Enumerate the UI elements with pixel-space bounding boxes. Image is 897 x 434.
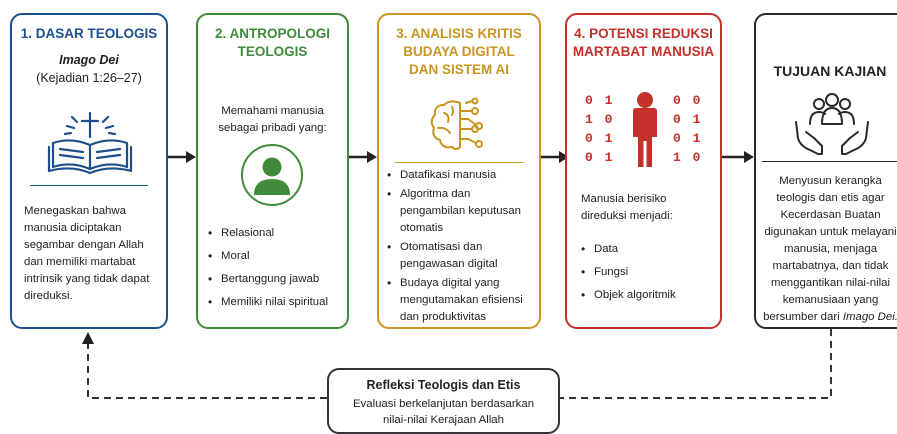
list-item: Datafikasi manusia (385, 167, 537, 184)
feedback-title: Refleksi Teologis dan Etis (366, 378, 521, 392)
card5-title: TUJUAN KAJIAN (773, 63, 887, 79)
card2-title-line2: TEOLOGIS (237, 44, 308, 59)
card1-divider (30, 185, 148, 186)
feedback-line1: Evaluasi berkelanjutan berdasarkan (352, 398, 535, 410)
person-circle-icon (241, 144, 303, 206)
card2-list: Relasional Moral Bertanggung jawab Memil… (206, 225, 346, 317)
list-item: Memiliki nilai spiritual (206, 294, 346, 311)
feedback-line2: nilai-nilai Kerajaan Allah (383, 414, 504, 426)
card4-intro: Manusia berisiko direduksi menjadi: (581, 193, 673, 222)
binary-right: 0 0 0 1 0 1 1 0 (673, 93, 703, 165)
card3-title-line1: 3. ANALISIS KRITIS (396, 26, 522, 41)
list-item: Fungsi (579, 264, 709, 281)
list-item: Objek algoritmik (579, 287, 709, 304)
list-item: Relasional (206, 225, 346, 242)
card3-list: Datafikasi manusia Algoritma dan pengamb… (385, 167, 537, 328)
list-item: Bertanggung jawab (206, 271, 346, 288)
list-item: Budaya digital yang mengutamakan efisien… (385, 275, 537, 326)
person-binary-icon: 0 1 1 0 0 1 0 1 0 0 0 1 0 1 1 0 (585, 91, 705, 171)
list-item: Algoritma dan pengambilan keputusan otom… (385, 186, 537, 237)
card5-description-italic: Imago Dei. (842, 311, 897, 323)
card-analisis-kritis: 3. ANALISIS KRITIS BUDAYA DIGITAL DAN SI… (377, 13, 541, 329)
list-item: Data (579, 241, 709, 258)
card-tujuan-kajian: TUJUAN KAJIAN Menyusun kerangka teologis… (754, 13, 897, 329)
card-dasar-teologis: 1. DASAR TEOLOGIS Imago Dei (Kejadian 1:… (10, 13, 168, 329)
list-item: Otomatisasi dan pengawasan digital (385, 239, 537, 273)
card2-title-line1: 2. ANTROPOLOGI (214, 26, 330, 41)
card3-title-line3: DAN SISTEM AI (408, 62, 509, 77)
card1-title: 1. DASAR TEOLOGIS (20, 26, 158, 41)
binary-left: 0 1 1 0 0 1 0 1 (585, 93, 615, 165)
card-antropologi-teologis: 2. ANTROPOLOGI TEOLOGIS Memahami manusia… (196, 13, 349, 329)
brain-circuit-icon (430, 97, 483, 150)
card2-intro: Memahami manusia sebagai pribadi yang: (218, 105, 327, 134)
card-potensi-reduksi: 4. POTENSI REDUKSI MARTABAT MANUSIA 0 1 … (565, 13, 722, 329)
card1-subtitle: Imago Dei (59, 53, 119, 67)
card5-divider (762, 161, 897, 162)
arrow-2-to-3 (349, 151, 377, 163)
card1-description: Menegaskan bahwa manusia diciptakan sega… (24, 205, 150, 302)
arrow-3-to-4 (541, 151, 569, 163)
hands-holding-people-icon (795, 93, 869, 155)
card5-description: Menyusun kerangka teologis dan etis agar… (763, 175, 897, 323)
feedback-box: Refleksi Teologis dan Etis Evaluasi berk… (327, 368, 560, 434)
arrow-1-to-2 (168, 151, 196, 163)
card4-list: Data Fungsi Objek algoritmik (579, 241, 709, 310)
card1-reference: (Kejadian 1:26–27) (36, 71, 142, 85)
card4-title-line2: MARTABAT MANUSIA (572, 44, 715, 59)
arrow-4-to-5 (722, 151, 754, 163)
card3-title-line2: BUDAYA DIGITAL (403, 44, 515, 59)
card4-title-line1: 4. POTENSI REDUKSI (574, 26, 713, 41)
person-figure (633, 92, 657, 167)
card3-divider (395, 162, 523, 163)
list-item: Moral (206, 248, 346, 265)
open-bible-with-cross-icon (47, 111, 133, 175)
